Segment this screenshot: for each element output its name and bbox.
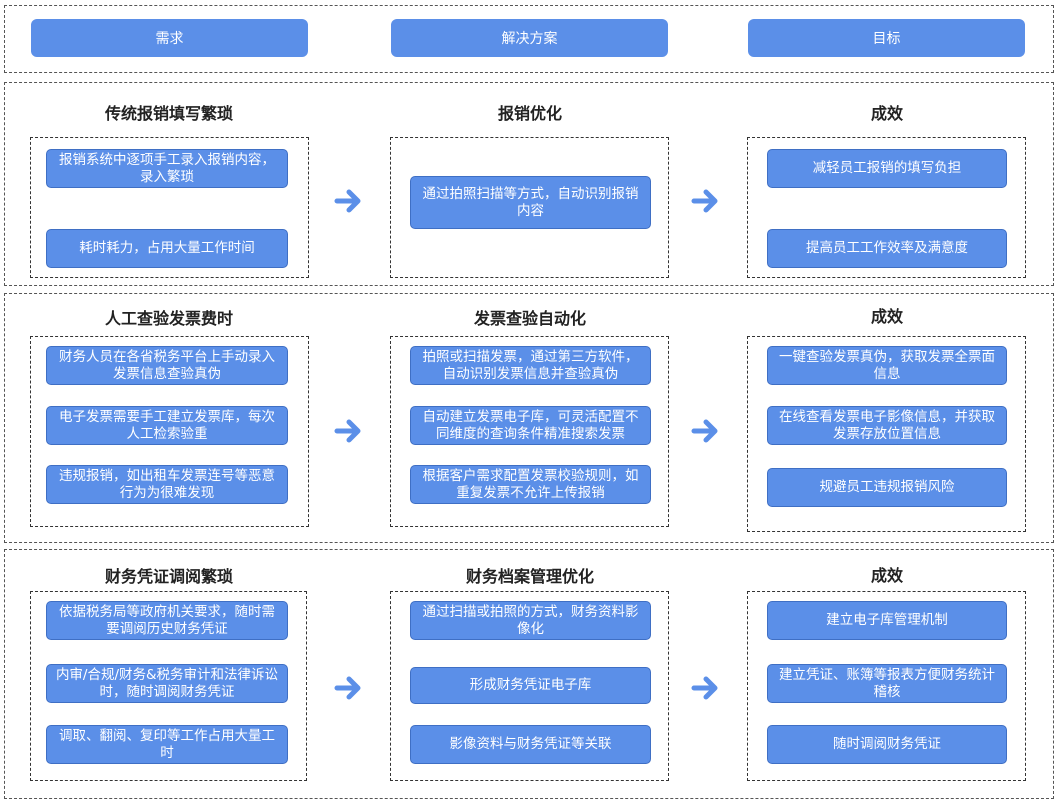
row-2-arrow-1	[334, 419, 361, 443]
row-2-goal-title: 成效	[870, 307, 903, 326]
row-3-goal-title: 成效	[870, 566, 903, 585]
row-3-frame	[4, 549, 1054, 799]
solution-header: 解决方案	[391, 19, 668, 57]
row-3-solution-title: 财务档案管理优化	[465, 567, 594, 586]
row-2-need-card-1: 财务人员在各省税务平台上手动录入发票信息查验真伪	[46, 346, 288, 385]
row-1-need-title: 传统报销填写繁琐	[104, 104, 233, 123]
row-2-need-card-2: 电子发票需要手工建立发票库，每次人工检索验重	[46, 406, 288, 445]
row-1-goal-card-1: 减轻员工报销的填写负担	[767, 149, 1007, 188]
row-1-arrow-1	[334, 189, 361, 213]
row-3-solution-card-2: 形成财务凭证电子库	[410, 667, 651, 704]
row-3-need-card-1: 依据税务局等政府机关要求，随时需要调阅历史财务凭证	[46, 601, 288, 640]
row-2-goal-box	[747, 336, 1026, 532]
need-header: 需求	[31, 19, 308, 57]
row-1-need-card-1: 报销系统中逐项手工录入报销内容，录入繁琐	[46, 149, 288, 188]
row-2-need-title: 人工查验发票费时	[104, 309, 233, 328]
row-3-goal-card-1: 建立电子库管理机制	[767, 601, 1007, 640]
row-3-solution-card-1: 通过扫描或拍照的方式，财务资料影像化	[410, 601, 651, 640]
row-2-goal-card-1: 一键查验发票真伪，获取发票全票面信息	[767, 346, 1007, 385]
row-2-solution-card-1: 拍照或扫描发票，通过第三方软件，自动识别发票信息并查验真伪	[410, 346, 651, 385]
row-1-goal-card-2: 提高员工工作效率及满意度	[767, 229, 1007, 268]
row-3-need-title: 财务凭证调阅繁琐	[104, 567, 233, 586]
row-1-need-box	[30, 137, 309, 278]
row-3-need-card-2: 内审/合规/财务&税务审计和法律诉讼时，随时调阅财务凭证	[46, 664, 288, 703]
row-3-need-box	[30, 591, 307, 781]
row-1-goal-box	[747, 137, 1026, 278]
row-3-arrow-2	[691, 676, 718, 700]
row-2-solution-card-2: 自动建立发票电子库，可灵活配置不同维度的查询条件精准搜索发票	[410, 406, 651, 445]
row-1-solution-title: 报销优化	[497, 104, 562, 123]
row-1-frame	[4, 82, 1054, 286]
goal-header: 目标	[748, 19, 1025, 57]
header-frame	[4, 5, 1054, 73]
row-3-goal-card-2: 建立凭证、账簿等报表方便财务统计稽核	[767, 664, 1007, 703]
row-3-need-card-3: 调取、翻阅、复印等工作占用大量工时	[46, 725, 288, 764]
row-2-solution-card-3: 根据客户需求配置发票校验规则，如重复发票不允许上传报销	[410, 465, 651, 504]
row-3-goal-box	[747, 591, 1026, 781]
row-1-solution-card-1: 通过拍照扫描等方式，自动识别报销内容	[410, 176, 651, 229]
row-3-arrow-1	[334, 676, 361, 700]
row-3-goal-card-3: 随时调阅财务凭证	[767, 725, 1007, 764]
row-2-solution-box	[390, 336, 669, 527]
row-2-goal-card-3: 规避员工违规报销风险	[767, 468, 1007, 507]
row-1-goal-title: 成效	[870, 104, 903, 123]
row-1-need-card-2: 耗时耗力，占用大量工作时间	[46, 229, 288, 268]
row-2-need-box	[30, 336, 309, 527]
row-3-solution-card-3: 影像资料与财务凭证等关联	[410, 725, 651, 764]
row-1-solution-box	[390, 137, 669, 278]
row-1-arrow-2	[691, 189, 718, 213]
row-2-solution-title: 发票查验自动化	[473, 309, 586, 328]
row-2-frame	[4, 293, 1054, 543]
row-3-solution-box	[390, 591, 669, 781]
row-2-goal-card-2: 在线查看发票电子影像信息，并获取发票存放位置信息	[767, 406, 1007, 445]
row-2-arrow-2	[691, 419, 718, 443]
row-2-need-card-3: 违规报销，如出租车发票连号等恶意行为为很难发现	[46, 465, 288, 504]
